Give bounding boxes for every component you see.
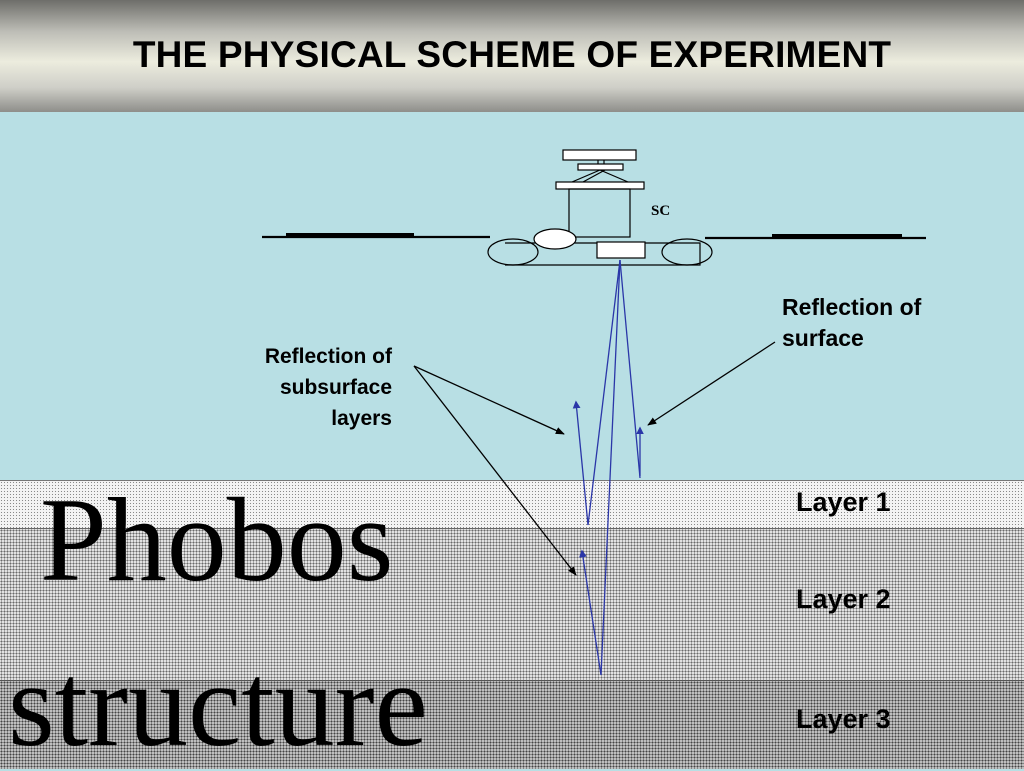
layer-3-band [0, 680, 1024, 769]
left-tank [487, 238, 539, 266]
radar-antenna [596, 241, 646, 259]
subsurface-label-line: layers [331, 407, 392, 430]
subsurface-leader-upper [413, 365, 565, 435]
leader-lines [413, 341, 776, 576]
subsurface-label-line: subsurface [279, 376, 392, 399]
ray-up-from-layer3 [579, 549, 602, 676]
ray-down-to-layer1 [587, 259, 621, 526]
structure-label: structure [8, 638, 428, 771]
page-title: THE PHYSICAL SCHEME OF EXPERIMENT [132, 34, 892, 75]
layer-1-band [0, 480, 1024, 529]
spacecraft-label: SC [651, 203, 671, 219]
surface-label-line: Reflection of [782, 294, 922, 320]
surface-reflection-label: Reflection of surface [782, 292, 982, 354]
title-bar: THE PHYSICAL SCHEME OF EXPERIMENT [0, 0, 1024, 112]
right-tank [661, 238, 713, 266]
top-mount [577, 163, 624, 171]
surface-leader [647, 341, 776, 426]
ray-down-to-layer3 [600, 259, 621, 676]
center-dish [533, 228, 577, 250]
upper-platform [555, 181, 645, 190]
phobos-label: Phobos [40, 473, 394, 606]
subsurface-leader-lower [413, 365, 577, 576]
layer-3-label: Layer 3 [796, 704, 891, 734]
layer-1-label: Layer 1 [796, 487, 891, 517]
top-panel [562, 149, 637, 161]
radar-rays [572, 259, 644, 676]
layer-2-band [0, 528, 1024, 681]
subsurface-label-line: Reflection of [264, 345, 392, 368]
layer-2-label: Layer 2 [796, 584, 891, 614]
subsurface-reflection-label: Reflection of subsurface layers [200, 341, 392, 434]
surface-label-line: surface [782, 325, 864, 351]
space-region [0, 112, 1024, 480]
ray-up-from-layer1 [572, 400, 589, 526]
spacecraft [262, 149, 926, 266]
ray-down-to-surface [619, 259, 641, 479]
main-body [568, 188, 631, 238]
